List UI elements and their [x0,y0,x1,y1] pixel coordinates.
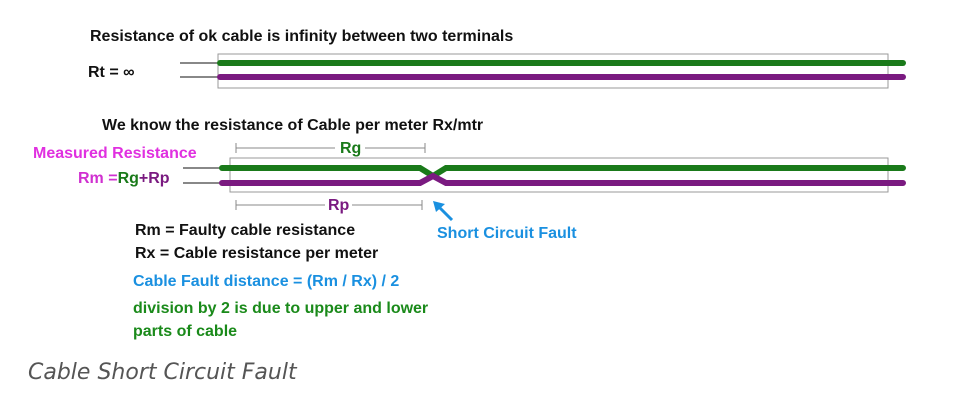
rt-label: Rt = ∞ [88,64,135,81]
fault-distance-formula: Cable Fault distance = (Rm / Rx) / 2 [133,273,399,290]
measured-resistance-label: Measured Resistance [33,145,197,162]
rp-dimension: Rp [235,197,423,214]
purple-conductor-faulty [219,172,906,186]
svg-text:Rp: Rp [328,197,350,214]
cable-sheath-ok [217,53,889,89]
rm-equation: Rm =Rg+Rp [78,170,170,187]
rx-definition: Rx = Cable resistance per meter [135,245,378,262]
rg-dimension: Rg [235,140,426,157]
ok-cable-title: Resistance of ok cable is infinity betwe… [90,28,513,45]
figure-caption: Cable Short Circuit Fault [28,360,297,385]
short-circuit-fault-label: Short Circuit Fault [437,225,577,242]
division-note-line1: division by 2 is due to upper and lower [133,300,428,317]
known-resistance-text: We know the resistance of Cable per mete… [102,117,483,134]
cable-sheath-faulty [229,157,889,193]
green-conductor-faulty [219,165,906,180]
fault-arrow-icon [433,201,454,222]
svg-text:Rg: Rg [340,140,361,157]
division-note-line2: parts of cable [133,323,237,340]
rm-definition: Rm = Faulty cable resistance [135,222,355,239]
